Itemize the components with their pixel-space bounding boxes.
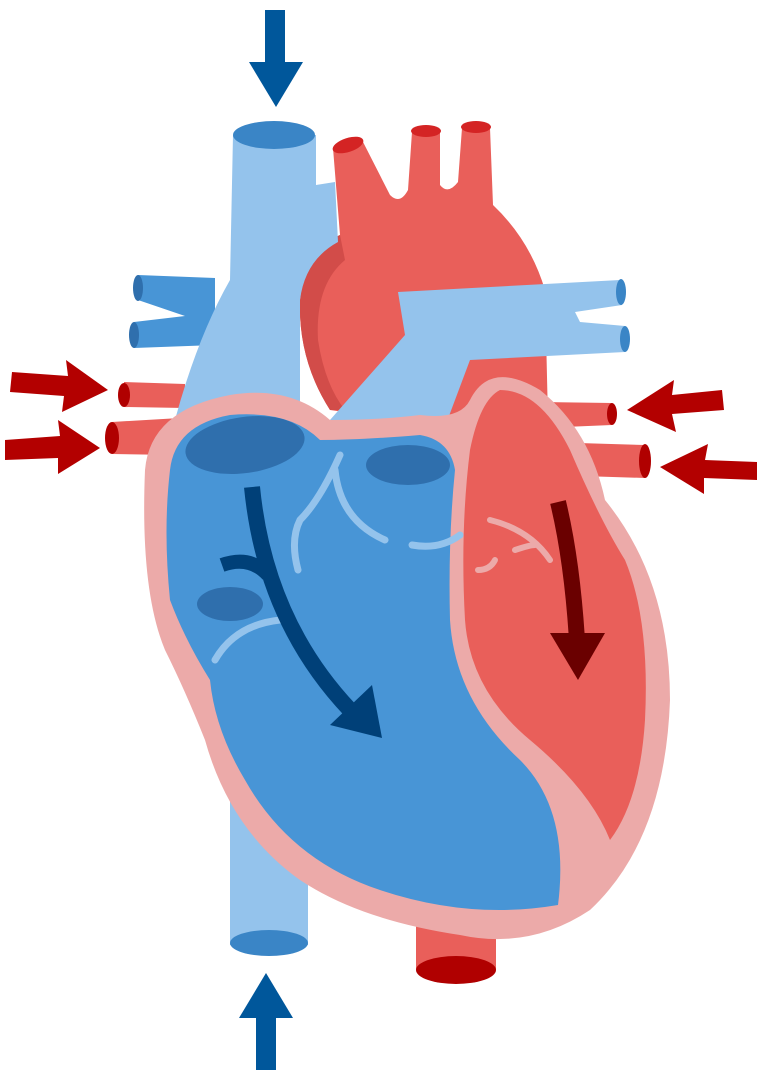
chordae-left: [475, 517, 553, 573]
superior-vena-cava: [165, 121, 338, 460]
pulmonary-artery: [330, 279, 630, 440]
arrow-up-icon: [239, 973, 293, 1070]
arrow-left-icon: [627, 380, 757, 494]
pulmonary-valve: [366, 445, 450, 485]
inner-arrow-blue: [219, 486, 382, 738]
chordae-tendineae: [211, 451, 464, 664]
vessel-opening: [197, 587, 263, 621]
inner-arrow-red: [550, 500, 605, 680]
left-ventricle: [463, 390, 646, 840]
pulmonary-vessels-left-blue: [129, 275, 215, 348]
arrow-down-icon: [249, 10, 303, 107]
arrow-right-icon: [5, 360, 108, 474]
tricuspid-opening: [185, 416, 305, 474]
